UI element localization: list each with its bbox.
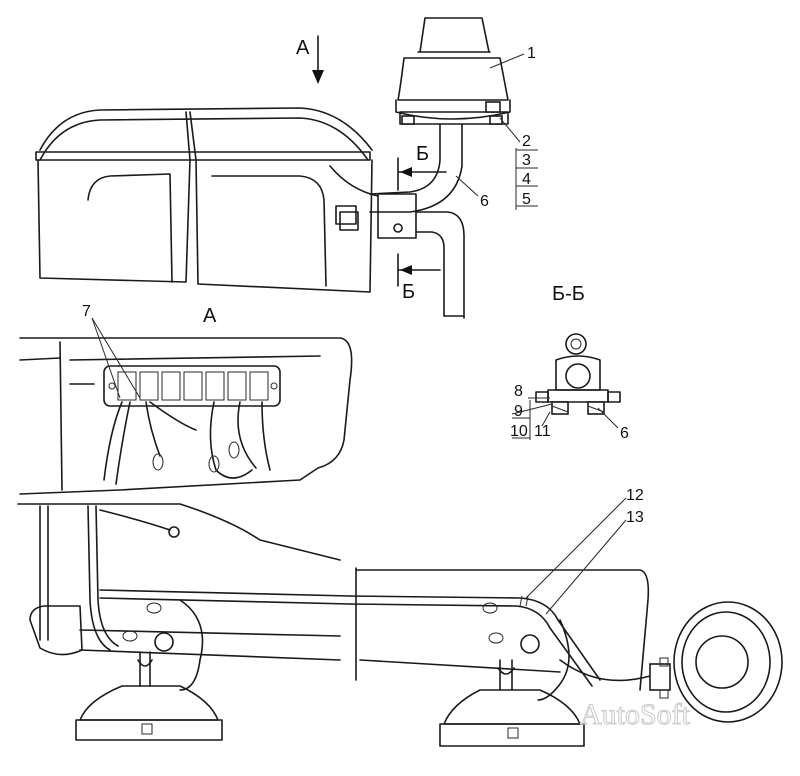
callout-12: 12 xyxy=(626,487,644,504)
view-a-panel xyxy=(19,317,353,495)
callout-6-top: 6 xyxy=(480,193,489,210)
callout-6-section: 6 xyxy=(620,425,629,442)
callout-1: 1 xyxy=(527,45,536,62)
callout-5: 5 xyxy=(522,191,531,208)
callout-8: 8 xyxy=(514,383,523,400)
beacon-lamp xyxy=(395,17,511,125)
lamp-bracket-tube xyxy=(369,123,465,319)
callout-11: 11 xyxy=(534,423,551,440)
section-bb-title: Б-Б xyxy=(552,283,585,305)
callout-2: 2 xyxy=(522,133,531,150)
section-label-top: Б xyxy=(416,143,429,165)
watermark: AutoSoft xyxy=(580,698,691,731)
view-a-arrow-label: А xyxy=(296,37,310,59)
section-bb-detail xyxy=(511,333,621,440)
section-label-bottom: Б xyxy=(402,281,415,303)
view-a-title: А xyxy=(203,305,217,327)
callout-9: 9 xyxy=(514,403,523,420)
callout-10: 10 xyxy=(510,423,528,440)
callout-7: 7 xyxy=(82,303,91,320)
lower-right-assembly xyxy=(349,497,650,747)
callout-13: 13 xyxy=(626,509,644,526)
lower-left-assembly xyxy=(17,503,351,741)
view-a-arrow xyxy=(312,35,324,84)
rear-lamp-round xyxy=(559,601,783,723)
text-labels: А А Б Б Б-Б 1 2 3 4 5 6 7 8 9 10 11 6 12… xyxy=(82,37,691,732)
cab-roof xyxy=(35,107,379,293)
section-arrows xyxy=(397,157,447,287)
callout-3: 3 xyxy=(522,152,531,169)
callout-4: 4 xyxy=(522,171,531,188)
callout-leaders-top xyxy=(455,53,538,210)
